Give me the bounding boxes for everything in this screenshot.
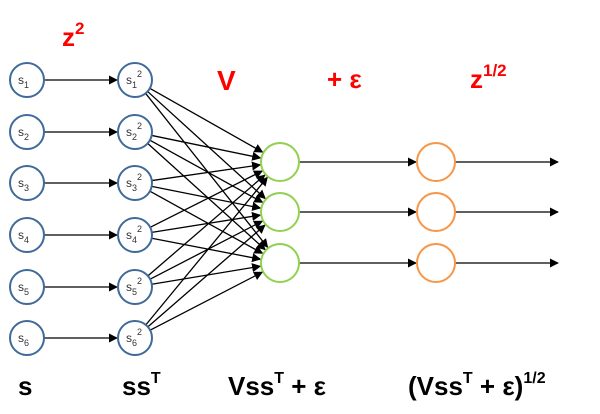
input-node-label: s1: [18, 73, 29, 90]
squared-node-label: s22: [126, 121, 142, 142]
edge-v-6-1: [145, 176, 268, 326]
bottom-label-sst: ssT: [122, 370, 161, 401]
output-node-3: [416, 243, 456, 283]
input-node-label: s4: [18, 228, 29, 245]
squared-node-label: s42: [126, 224, 142, 245]
squared-node-s1-circle: [117, 62, 153, 98]
squared-node-s5-circle: [117, 269, 153, 305]
sqrt-op-label: z1/2: [470, 61, 507, 94]
squared-node-label: s52: [126, 276, 142, 297]
squared-node-s2: s22: [117, 114, 153, 150]
edge-v-2-2: [149, 139, 264, 203]
output-node-1: [416, 142, 456, 182]
edge-v-5-1: [147, 174, 266, 277]
input-node-s1: s1: [9, 62, 45, 98]
edge-v-1-1: [149, 87, 264, 153]
input-node-s2-circle: [9, 114, 45, 150]
edge-v-1-3: [145, 92, 269, 249]
bottom-label-final: (VssT + ε)1/2: [408, 370, 546, 401]
input-node-label: s5: [18, 280, 29, 297]
input-node-s5: s5: [9, 269, 45, 305]
squared-node-s4-circle: [117, 217, 153, 253]
squared-node-s3: s32: [117, 165, 153, 201]
bottom-label-s: s: [18, 371, 32, 401]
input-node-s3-circle: [9, 165, 45, 201]
edge-v-4-1: [149, 170, 263, 228]
squared-node-s2-circle: [117, 114, 153, 150]
edge-v-2-3: [147, 142, 266, 251]
square-op-label: z2: [62, 19, 84, 52]
squared-node-s4: s42: [117, 217, 153, 253]
squared-node-label: s12: [126, 69, 142, 90]
hidden-node-1: [260, 142, 300, 182]
bottom-label-vsst-eps: VssT + ε: [228, 370, 326, 401]
add-epsilon-op-label: + ε: [327, 64, 362, 94]
output-node-2: [416, 192, 456, 232]
nodes-layer: s1 s2 s3 s4 s5 s6 s12 s22 s32 s42 s52 s62: [9, 62, 456, 356]
input-node-s4: s4: [9, 217, 45, 253]
edge-v-1-2: [147, 90, 266, 200]
matrix-op-label: V: [217, 65, 236, 96]
edge-v-5-2: [149, 220, 264, 280]
edge-v-4-2: [151, 211, 262, 233]
squared-node-s5: s52: [117, 269, 153, 305]
squared-node-s6: s62: [117, 320, 153, 356]
input-node-s3: s3: [9, 165, 45, 201]
edge-v-4-3: [151, 237, 262, 263]
input-node-s6-circle: [9, 320, 45, 356]
squared-node-label: s32: [126, 172, 142, 193]
hidden-node-2: [260, 192, 300, 232]
input-node-label: s2: [18, 125, 29, 142]
edge-v-3-1: [151, 161, 262, 182]
input-node-s2: s2: [9, 114, 45, 150]
squared-node-s1: s12: [117, 62, 153, 98]
edge-v-6-2: [147, 224, 266, 328]
edge-v-5-3: [151, 263, 262, 285]
edges-layer: [44, 75, 559, 343]
squared-node-s6-circle: [117, 320, 153, 356]
squared-node-label: s62: [126, 327, 142, 348]
hidden-node-3: [260, 243, 300, 283]
input-node-s5-circle: [9, 269, 45, 305]
input-node-s6: s6: [9, 320, 45, 356]
edge-v-2-1: [151, 134, 262, 161]
input-node-label: s3: [18, 176, 29, 193]
input-node-label: s6: [18, 331, 29, 348]
input-node-s4-circle: [9, 217, 45, 253]
edge-v-3-2: [151, 185, 262, 211]
edge-v-6-3: [149, 271, 264, 331]
squared-node-s3-circle: [117, 165, 153, 201]
edge-v-3-3: [149, 190, 264, 254]
input-node-s1-circle: [9, 62, 45, 98]
